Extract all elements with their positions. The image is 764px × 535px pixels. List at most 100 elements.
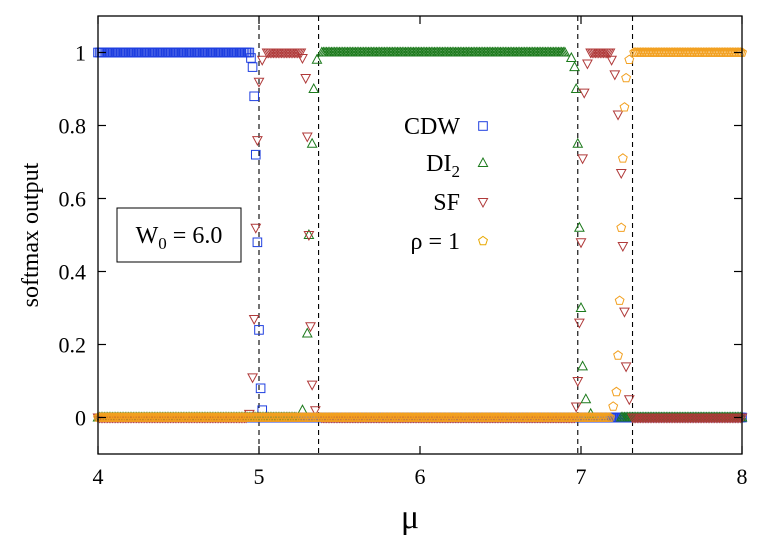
- data-point: [346, 46, 358, 57]
- data-point: [438, 46, 450, 57]
- data-point: [448, 46, 460, 57]
- svg-text:SF: SF: [433, 190, 460, 216]
- data-point: [546, 46, 558, 57]
- data-point: [338, 46, 350, 57]
- data-point: [617, 241, 629, 253]
- data-point: [284, 48, 296, 59]
- data-point: [565, 51, 577, 62]
- data-point: [417, 46, 429, 57]
- data-point: [441, 46, 453, 57]
- data-point: [430, 46, 442, 57]
- data-point: [433, 46, 445, 57]
- data-point: [538, 46, 550, 57]
- data-point: [478, 46, 490, 57]
- data-point: [469, 46, 481, 57]
- data-point: [348, 46, 360, 57]
- data-point: [577, 154, 589, 165]
- data-point: [578, 88, 590, 99]
- data-point: [369, 46, 381, 57]
- data-point: [619, 307, 630, 318]
- x-tick-label: 8: [737, 464, 748, 489]
- data-point: [472, 46, 484, 57]
- data-point: [350, 46, 362, 57]
- data-point: [467, 46, 479, 57]
- data-point: [340, 46, 352, 57]
- data-point: [619, 102, 630, 112]
- data-point: [251, 136, 263, 147]
- svg-text:CDW: CDW: [404, 114, 460, 140]
- data-point: [553, 46, 564, 57]
- data-point: [557, 46, 569, 57]
- data-point: [421, 46, 432, 57]
- data-point: [525, 46, 537, 57]
- data-point: [540, 46, 552, 57]
- data-point: [380, 46, 392, 57]
- data-point: [345, 46, 357, 57]
- data-point: [411, 46, 423, 57]
- data-point: [359, 46, 371, 57]
- data-point: [517, 46, 529, 57]
- data-point: [591, 48, 603, 59]
- data-point: [416, 46, 428, 57]
- data-point: [425, 46, 437, 57]
- x-tick-label: 7: [576, 464, 587, 489]
- data-point: [392, 46, 403, 57]
- data-point: [404, 46, 416, 57]
- data-point: [623, 395, 635, 406]
- annotation-base: W: [136, 223, 159, 249]
- data-point: [342, 46, 353, 57]
- data-point: [616, 222, 627, 232]
- data-point: [544, 46, 556, 57]
- data-point: [488, 46, 500, 57]
- data-point: [269, 48, 281, 59]
- data-point: [351, 46, 363, 57]
- data-point: [419, 46, 431, 57]
- legend-marker-0: [478, 121, 488, 131]
- legend-label-di2-sub: 2: [452, 162, 461, 181]
- annotation-sub: 0: [158, 234, 167, 253]
- y-axis-title: softmax output: [18, 162, 44, 307]
- data-point: [470, 46, 482, 57]
- legend-label-di2: DI: [426, 151, 451, 177]
- data-point: [596, 48, 608, 59]
- data-point: [575, 301, 587, 312]
- data-point: [401, 46, 413, 57]
- data-point: [308, 82, 320, 93]
- data-point: [456, 46, 468, 57]
- data-point: [364, 46, 376, 57]
- parameter-annotation: W0 = 6.0: [116, 207, 242, 263]
- data-point: [335, 46, 347, 57]
- data-point: [414, 46, 426, 57]
- data-point: [377, 46, 389, 57]
- data-point: [268, 48, 279, 59]
- data-point: [487, 46, 498, 57]
- data-point: [445, 46, 457, 57]
- data-point: [329, 46, 341, 57]
- data-point: [458, 46, 469, 57]
- x-axis-title: μ: [401, 499, 419, 535]
- data-point: [292, 48, 304, 59]
- data-point: [317, 46, 329, 57]
- data-point: [466, 46, 477, 57]
- data-point: [490, 46, 502, 57]
- data-point: [620, 362, 632, 373]
- data-point: [496, 46, 508, 57]
- data-point: [374, 46, 386, 57]
- transition-lines: [258, 16, 634, 454]
- data-point: [306, 380, 318, 391]
- data-point: [577, 360, 589, 371]
- data-point: [353, 46, 365, 57]
- data-point: [249, 91, 259, 102]
- data-point: [530, 46, 542, 57]
- data-point: [303, 228, 315, 239]
- data-point: [453, 46, 465, 57]
- data-point: [432, 46, 444, 57]
- data-point: [276, 48, 287, 59]
- data-point: [366, 46, 378, 57]
- data-point: [327, 46, 339, 57]
- data-point: [443, 46, 455, 57]
- legend-marker-2: [477, 198, 489, 209]
- data-point: [549, 46, 561, 57]
- data-point: [611, 386, 622, 397]
- data-point: [593, 48, 605, 59]
